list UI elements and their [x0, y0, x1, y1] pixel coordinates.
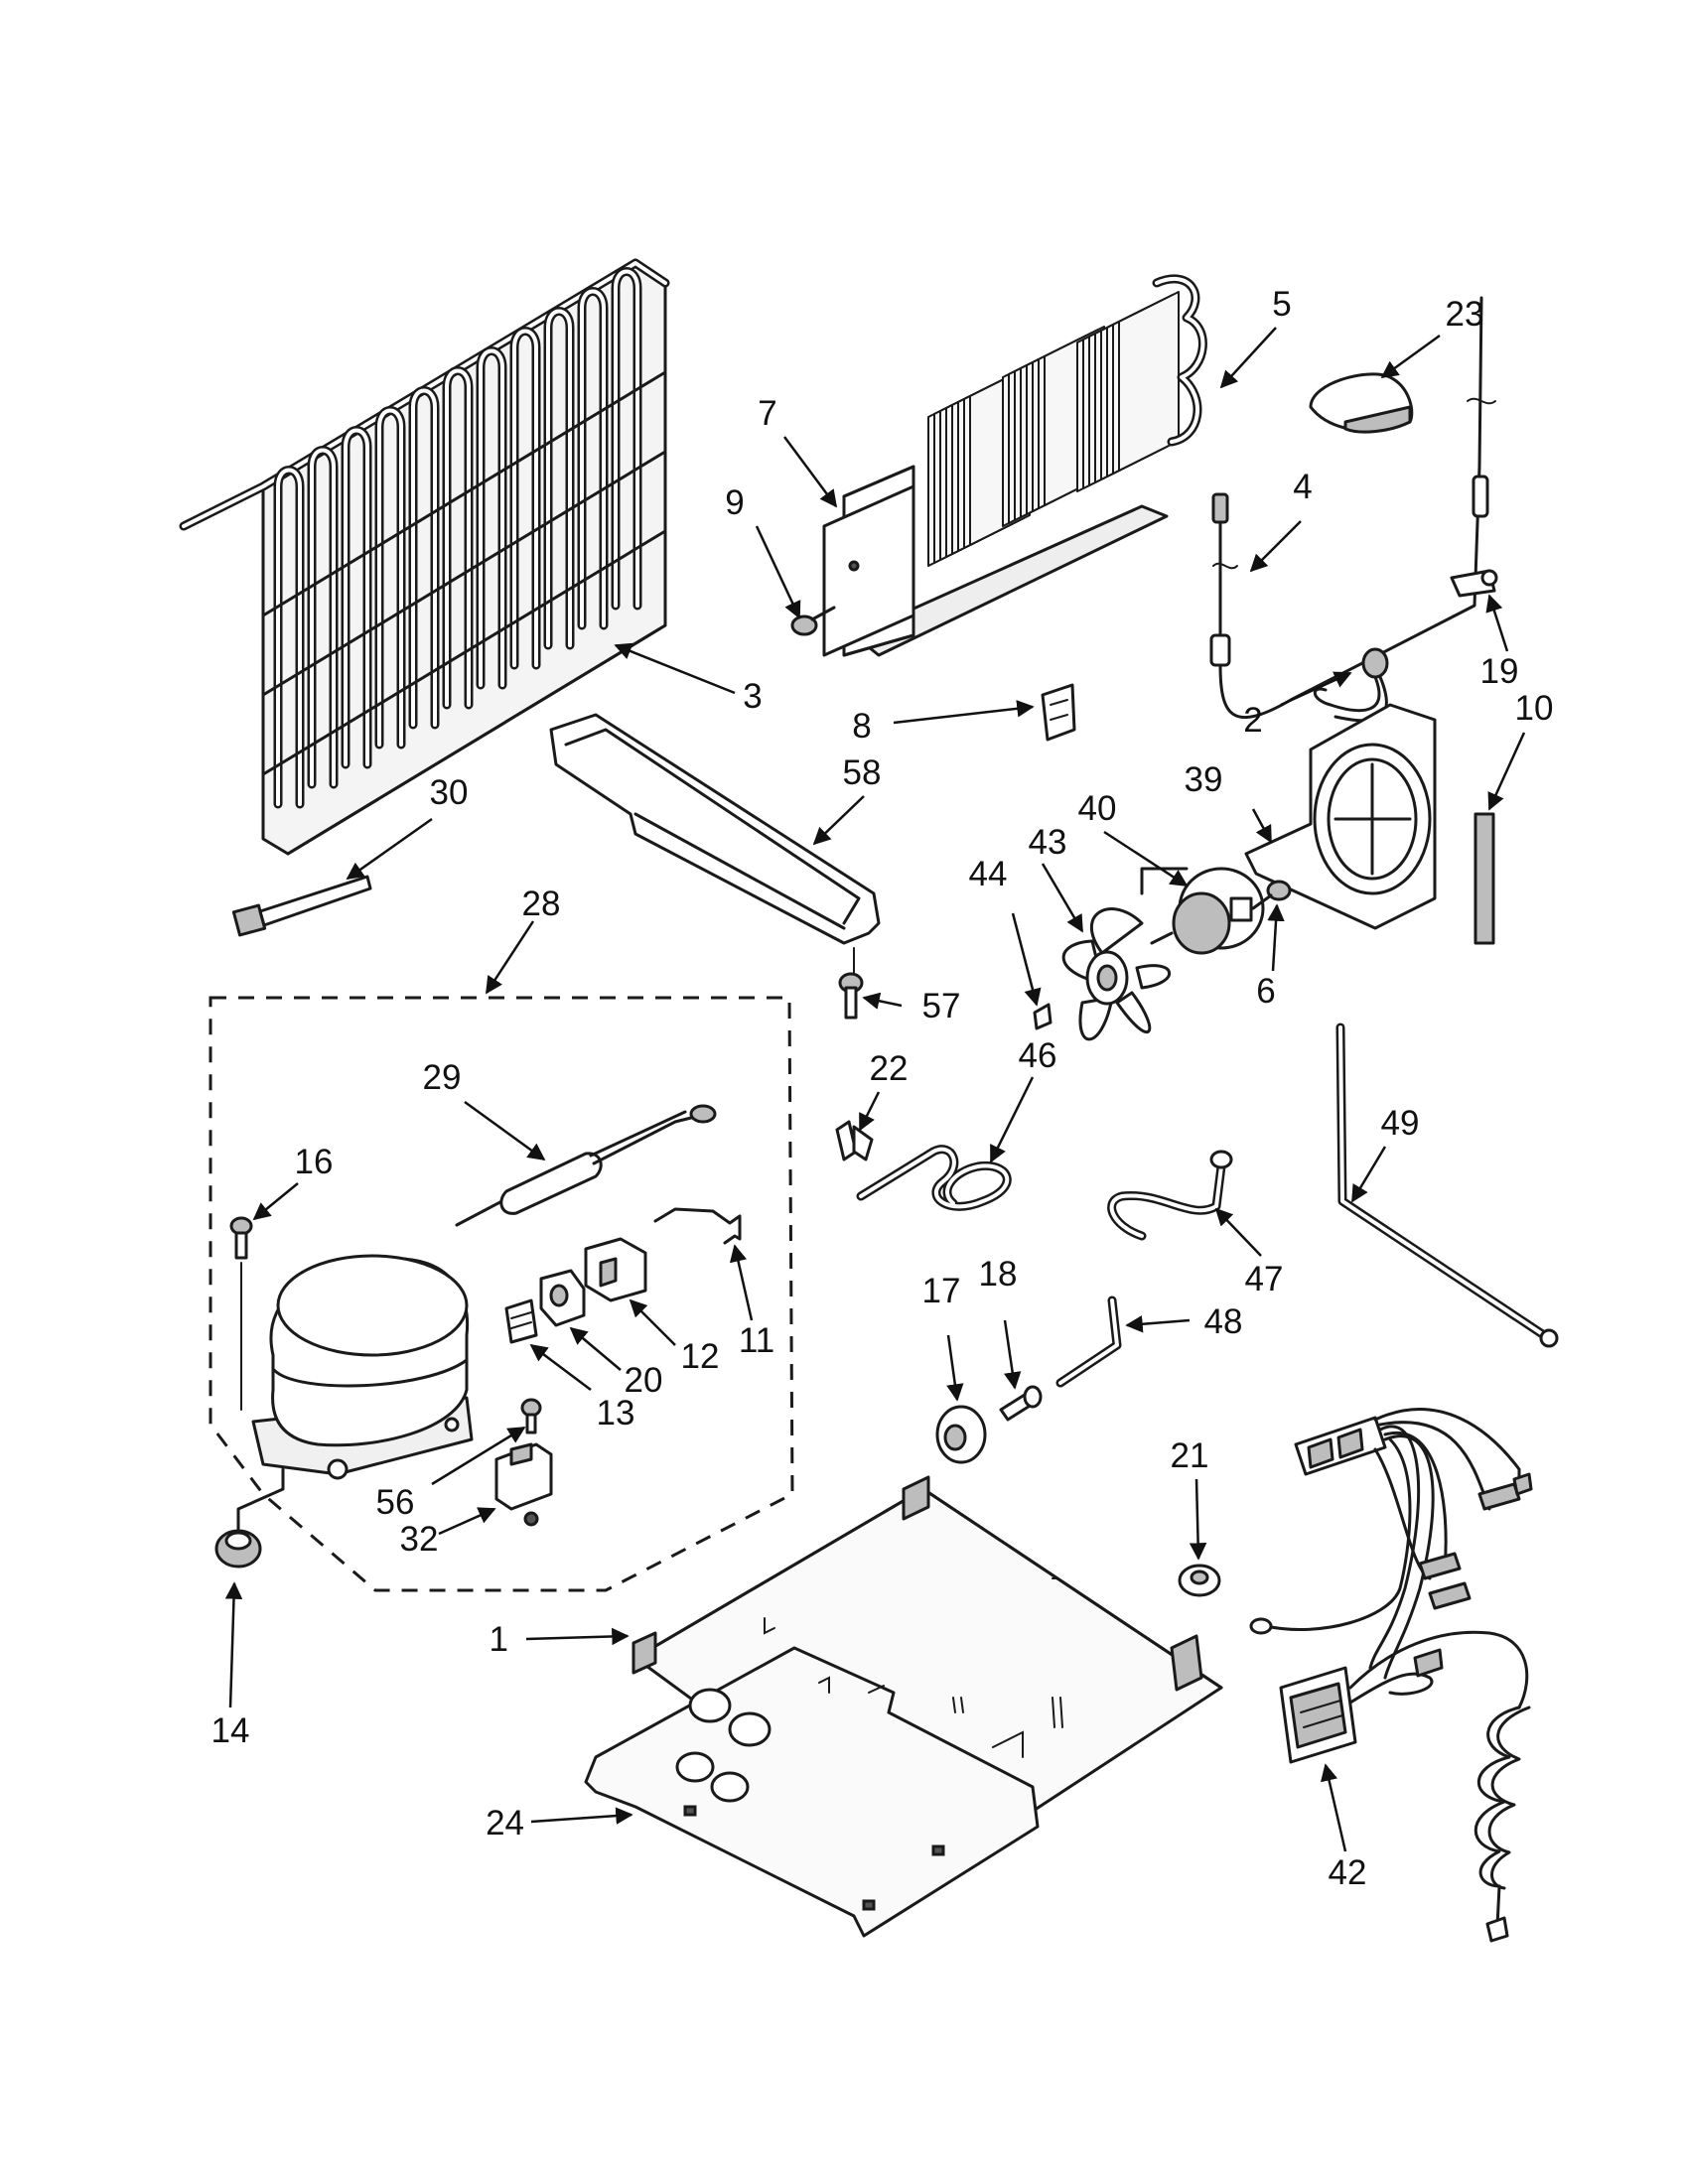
- callout-57: 57: [922, 987, 961, 1025]
- evaporator-fan-motor: [1140, 867, 1265, 955]
- screw-57: [838, 947, 864, 1020]
- fan-shroud: [1244, 703, 1437, 930]
- nut-21: [1178, 1564, 1221, 1597]
- callout-18: 18: [979, 1255, 1018, 1294]
- callout-43: 43: [1029, 823, 1067, 862]
- grommet-14: [214, 1467, 285, 1569]
- callout-4: 4: [1293, 468, 1312, 506]
- callout-29: 29: [423, 1058, 462, 1097]
- defrost-cover-cap: [1309, 372, 1414, 434]
- callout-14: 14: [211, 1711, 250, 1750]
- compressor: [251, 1254, 474, 1480]
- callout-5: 5: [1272, 285, 1291, 324]
- compressor-kit-boundary: [209, 996, 794, 1592]
- callout-2: 2: [1243, 701, 1262, 740]
- roller-wheel: [935, 1405, 987, 1464]
- screw-56: [520, 1398, 542, 1434]
- callout-8: 8: [852, 707, 871, 746]
- fan-blade-clip: [1033, 1003, 1052, 1030]
- callout-3: 3: [743, 677, 762, 716]
- callout-56: 56: [376, 1483, 415, 1522]
- capacitor-32: [494, 1442, 553, 1527]
- callout-12: 12: [681, 1337, 720, 1376]
- callout-46: 46: [1019, 1036, 1057, 1075]
- callout-17: 17: [922, 1272, 961, 1310]
- overload-20: [539, 1269, 586, 1327]
- callout-7: 7: [758, 394, 776, 433]
- callout-19: 19: [1480, 652, 1519, 691]
- callout-23: 23: [1446, 295, 1484, 334]
- screw-16: [229, 1216, 253, 1411]
- screw-6: [1251, 880, 1292, 910]
- defrost-thermostat: [1209, 296, 1496, 720]
- callout-30: 30: [430, 773, 469, 812]
- strip-10: [1474, 812, 1495, 945]
- callout-58: 58: [843, 753, 882, 792]
- tube-47: [1107, 1150, 1233, 1241]
- callout-44: 44: [969, 855, 1008, 893]
- roller-axle: [999, 1385, 1043, 1422]
- drain-trough: [549, 713, 881, 945]
- wire-harness: [1249, 1408, 1533, 1943]
- tube-46: [856, 1145, 1012, 1211]
- tube-49: [1335, 1023, 1559, 1348]
- wire-11: [653, 1207, 742, 1245]
- callout-32: 32: [400, 1520, 439, 1559]
- base-pan: [632, 1475, 1223, 1878]
- callout-39: 39: [1185, 760, 1223, 799]
- base-insulation-board: [584, 1646, 1063, 1938]
- callout-10: 10: [1515, 689, 1554, 728]
- callout-16: 16: [295, 1143, 334, 1181]
- callout-6: 6: [1256, 972, 1275, 1011]
- evaporator-assembly: [842, 274, 1207, 657]
- callout-28: 28: [522, 885, 561, 923]
- callout-48: 48: [1204, 1302, 1243, 1341]
- callout-24: 24: [486, 1804, 524, 1843]
- callout-leaders: [224, 327, 1526, 1852]
- callout-13: 13: [597, 1394, 635, 1433]
- clip-22: [835, 1120, 874, 1161]
- callout-47: 47: [1245, 1260, 1284, 1298]
- callout-42: 42: [1329, 1853, 1367, 1892]
- callout-22: 22: [870, 1049, 909, 1088]
- screw-9: [790, 606, 836, 636]
- relay-12: [584, 1237, 647, 1302]
- callout-9: 9: [725, 483, 744, 522]
- callout-labels: 1 2 3 4 5 6 7 8 9 10 11 12 13 14 16 17 1…: [211, 285, 1554, 1892]
- evaporator-clip: [1041, 683, 1076, 742]
- callout-40: 40: [1078, 789, 1117, 828]
- tube-48: [1055, 1296, 1122, 1388]
- condenser-coil: [179, 258, 670, 856]
- clip-19: [1450, 569, 1498, 598]
- callout-21: 21: [1171, 1436, 1209, 1475]
- cable-tie: [231, 875, 372, 937]
- callout-49: 49: [1381, 1104, 1420, 1143]
- callout-1: 1: [490, 1620, 508, 1659]
- filter-drier: [455, 1104, 717, 1227]
- connector-13: [504, 1298, 538, 1344]
- callout-20: 20: [625, 1361, 663, 1400]
- callout-11: 11: [739, 1321, 774, 1360]
- fan-blade: [1061, 907, 1172, 1041]
